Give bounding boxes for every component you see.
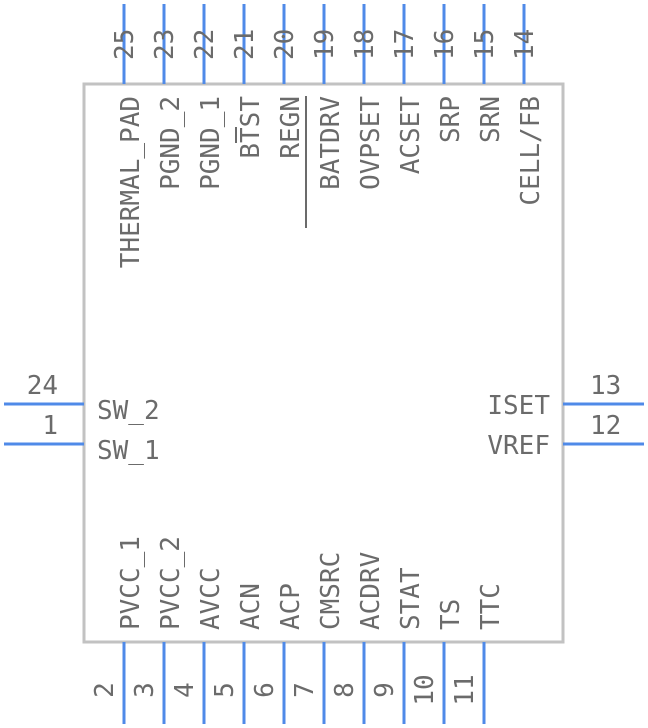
- pin-number: 3: [130, 682, 160, 698]
- pin-number: 7: [290, 682, 320, 698]
- pin-label: CMSRC: [316, 552, 346, 630]
- pin-label: VREF: [487, 431, 550, 461]
- bottom-pin-numbers: 2 3 4 5 6 7 8 9 10 11: [90, 674, 480, 705]
- pin-label: OVPSET: [356, 96, 386, 190]
- pin-number: 21: [230, 29, 260, 60]
- pin-label: SRP: [436, 96, 466, 143]
- pin-number: 15: [470, 29, 500, 60]
- pin-number: 14: [510, 29, 540, 60]
- pin-number: 16: [430, 29, 460, 60]
- pin-label: THERMAL_PAD: [116, 96, 146, 268]
- bottom-pins: [122, 642, 486, 724]
- pin-number: 25: [110, 29, 140, 60]
- top-pin-numbers: 25 23 22 21 20 19 18 17 16 15 14: [110, 29, 540, 60]
- pin-label: BATDRV: [316, 96, 346, 190]
- pin-number: 12: [590, 411, 621, 441]
- pin-label: SRN: [476, 96, 506, 143]
- pin-number: 10: [410, 674, 440, 705]
- pin-number: 1: [42, 411, 58, 441]
- right-pin-text: 13 12 ISET VREF: [487, 371, 621, 461]
- top-pins: [122, 4, 526, 84]
- pin-label: BTST: [236, 96, 266, 159]
- pin-number: 23: [150, 29, 180, 60]
- pin-number: 17: [390, 29, 420, 60]
- pin-label: CELL/FB: [516, 96, 546, 206]
- ic-body: [82, 82, 565, 644]
- pin-label: REGN: [276, 96, 306, 159]
- side-pins: [4, 402, 644, 446]
- bottom-pin-labels: PVCC_1 PVCC_2 AVCC ACN ACP CMSRC ACDRV S…: [116, 536, 506, 630]
- pin-number: 13: [590, 371, 621, 401]
- pin-label: ISET: [487, 391, 550, 421]
- pin-label: AVCC: [196, 567, 226, 630]
- pin-number: 11: [450, 674, 480, 705]
- pin-number: 4: [170, 682, 200, 698]
- pin-number: 20: [270, 29, 300, 60]
- pin-label: TTC: [476, 583, 506, 630]
- pin-label: PVCC_1: [116, 536, 146, 630]
- pin-label: STAT: [396, 567, 426, 630]
- pin-label: SW_1: [97, 436, 160, 466]
- pin-number: 24: [27, 371, 58, 401]
- pin-number: 22: [190, 29, 220, 60]
- pin-label: ACP: [276, 583, 306, 630]
- pin-label: ACSET: [396, 96, 426, 175]
- top-pin-labels: THERMAL_PAD PGND_2 PGND_1 BTST REGN BATD…: [116, 96, 546, 269]
- pin-label: PGND_2: [156, 96, 186, 190]
- pin-label: ACDRV: [356, 552, 386, 630]
- pin-label: PGND_1: [196, 96, 226, 190]
- pin-label: PVCC_2: [156, 536, 186, 630]
- pin-number: 5: [210, 682, 240, 698]
- pin-number: 2: [90, 682, 120, 698]
- pin-number: 6: [250, 682, 280, 698]
- pin-label: SW_2: [97, 396, 160, 426]
- pin-label: TS: [436, 599, 466, 630]
- pin-number: 18: [350, 29, 380, 60]
- pin-number: 8: [330, 682, 360, 698]
- pin-label: ACN: [236, 583, 266, 630]
- left-pin-text: 24 1 SW_2 SW_1: [27, 371, 160, 466]
- pin-number: 9: [370, 682, 400, 698]
- pin-number: 19: [310, 29, 340, 60]
